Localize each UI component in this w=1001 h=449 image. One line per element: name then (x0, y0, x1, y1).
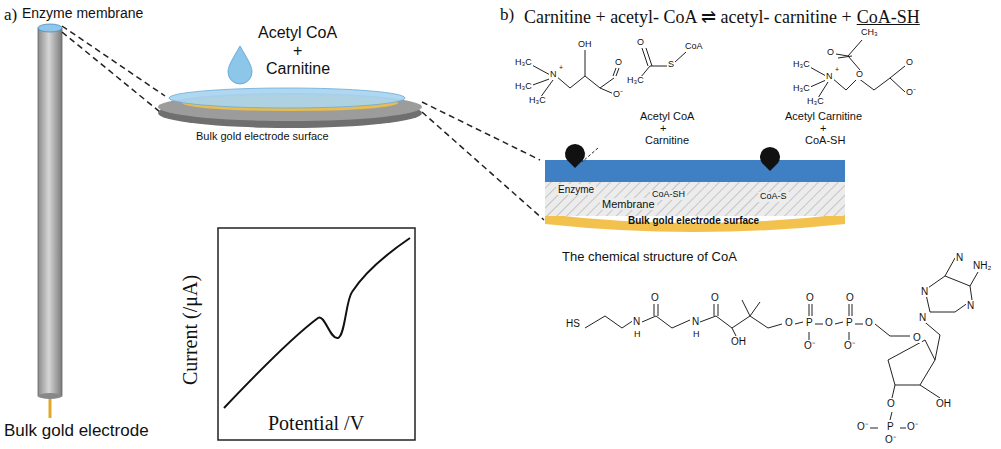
voltammogram (218, 228, 415, 440)
atom-label: + (558, 64, 564, 72)
atom-label: P (805, 317, 814, 328)
atom-label: O⁻ (905, 88, 917, 98)
panel-letter: b) (500, 6, 514, 25)
atom-label: N (918, 312, 927, 323)
atom-label: H₃C (792, 60, 811, 70)
text-label: CoA-SH (805, 134, 845, 146)
atom-label: O (784, 317, 794, 328)
caption-label: The chemical structure of CoA (562, 250, 737, 264)
atom-label: N (632, 316, 641, 327)
atom-label: O⁻ (906, 421, 919, 432)
atom-label: N (825, 72, 834, 82)
part-label: Bulk gold electrode (4, 422, 149, 441)
atom-label: HS (565, 318, 581, 329)
atom-label: N (955, 252, 964, 263)
atom-label: P (886, 421, 895, 432)
equation: CoA-SH (857, 8, 920, 28)
atom-label: O (710, 292, 720, 303)
text-label: + (293, 42, 302, 60)
atom-label: H (633, 330, 642, 340)
atom-label: N (966, 300, 975, 311)
atom-label: O (614, 58, 623, 68)
atom-label: O (845, 292, 855, 303)
axis-label: Current (/μA) (179, 275, 201, 385)
atom-label: O (864, 317, 874, 328)
text-label: Acetyl Carnitine (785, 110, 862, 122)
atom-label: N (920, 286, 929, 297)
atom-label: O⁻ (856, 421, 869, 432)
membrane (545, 144, 845, 232)
equation: Carnitine + acetyl- CoA ⇌ acetyl- carnit… (524, 8, 852, 28)
atom-label: CoA (684, 42, 704, 52)
atom-label: N (549, 70, 558, 80)
part-label: Bulk gold electrode surface (196, 130, 329, 142)
panel-letter: a) (4, 6, 17, 25)
atom-label: O (905, 58, 914, 68)
atom-label: O (636, 38, 645, 48)
text-label: Acetyl CoA (258, 24, 337, 42)
atom-label: S (667, 60, 675, 70)
atom-label: H (692, 330, 701, 340)
atom-label: OH (935, 398, 952, 409)
dashed-leader (62, 26, 544, 220)
atom-label: N (691, 316, 700, 327)
atom-label: O (650, 292, 660, 303)
atom-label: O (912, 332, 922, 343)
atom-label: CH₃ (860, 28, 879, 38)
atom-label: NH₂ (972, 260, 992, 271)
axis-label: Potential /V (268, 412, 364, 434)
text-label: Carnitine (266, 60, 330, 78)
chemical-structure (585, 258, 978, 440)
atom-label: H₃C (806, 97, 825, 107)
atom-label: H₃C (528, 96, 547, 106)
atom-label: O (824, 317, 834, 328)
part-label: Bulk gold electrode surface (628, 215, 759, 226)
atom-label: O⁻ (884, 434, 897, 445)
atom-label: O (805, 292, 815, 303)
text-label: CoA-S (758, 192, 789, 202)
text-label: Acetyl CoA (640, 110, 694, 122)
electrode (38, 24, 62, 418)
part-label: Enzyme membrane (22, 6, 143, 21)
atom-label: H₃C (792, 84, 811, 94)
atom-label: O (886, 398, 896, 409)
text-label: + (820, 122, 826, 134)
atom-label: P (845, 317, 854, 328)
atom-label: H₃C (514, 58, 533, 68)
atom-label: O (826, 48, 835, 58)
atom-label: H₃C (626, 76, 645, 86)
atom-label: OH (577, 40, 593, 50)
atom-label: O⁻ (803, 340, 816, 351)
atom-label: O⁻ (612, 90, 624, 100)
electrode-disk (158, 46, 422, 128)
atom-label: H₃C (514, 82, 533, 92)
text-label: + (660, 122, 666, 134)
part-label: Membrane (600, 198, 657, 210)
part-label: Enzyme (556, 184, 596, 195)
chemical-structure (530, 40, 905, 98)
atom-label: O (855, 70, 864, 80)
text-label: Carnitine (645, 134, 689, 146)
atom-label: O⁻ (843, 340, 856, 351)
atom-label: + (834, 66, 840, 74)
atom-label: OH (730, 336, 747, 347)
